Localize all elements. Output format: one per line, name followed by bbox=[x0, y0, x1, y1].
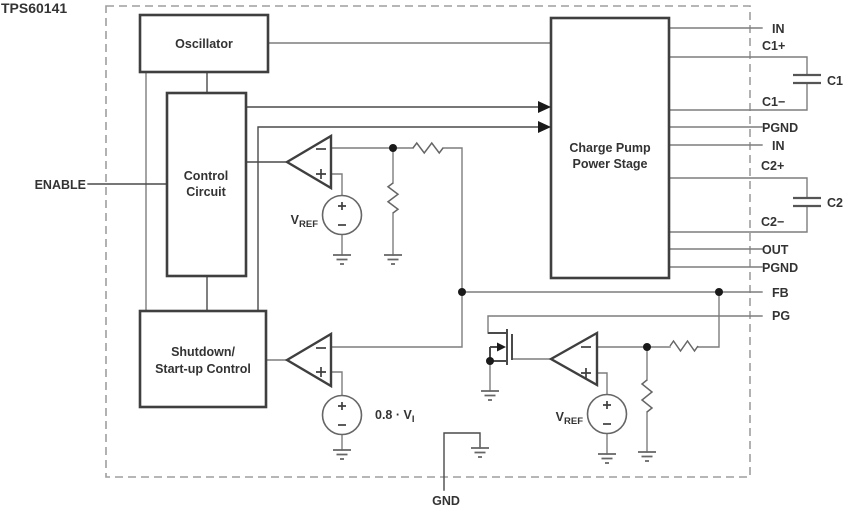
pg-mosfet bbox=[488, 329, 513, 392]
pin-label-fb: FB bbox=[772, 286, 789, 300]
node-divider1-tap bbox=[389, 144, 397, 152]
oscillator-label: Oscillator bbox=[175, 37, 233, 51]
charge-pump-block bbox=[549, 16, 671, 280]
node-divider2-tap bbox=[643, 343, 651, 351]
pin-label-in2: IN bbox=[772, 139, 785, 153]
wire-c2-capacitor-loop bbox=[668, 177, 808, 233]
vref2-plus-sign bbox=[603, 401, 611, 409]
vref2-label: VREF bbox=[556, 410, 584, 427]
startup-threshold-label: 0.8 · VI bbox=[375, 408, 414, 425]
mosfet-body-arrow bbox=[497, 342, 506, 352]
ground-divider1 bbox=[384, 254, 402, 265]
node-mosfet-source bbox=[486, 357, 494, 365]
ground-gnd-pin bbox=[471, 447, 489, 458]
comparator3-plus-sign bbox=[581, 368, 591, 378]
arrow-control-to-chargepump bbox=[538, 101, 551, 113]
control-circuit-block bbox=[165, 91, 248, 278]
vref1-label: VREF bbox=[291, 213, 319, 230]
pin-label-c1p: C1+ bbox=[762, 39, 785, 53]
charge-pump-label-line1: Charge Pump bbox=[569, 141, 651, 155]
comparator1-triangle bbox=[284, 133, 333, 191]
control-label-line1: Control bbox=[184, 169, 228, 183]
ground-vref2 bbox=[598, 453, 616, 464]
wire-gnd-pin bbox=[443, 432, 481, 491]
ground-vref1 bbox=[333, 254, 351, 265]
pin-label-gnd: GND bbox=[432, 494, 460, 508]
pin-label-c2m: C2− bbox=[761, 215, 784, 229]
wire-fb-to-resistor3 bbox=[697, 291, 720, 348]
ic-boundary-dashed-box bbox=[105, 5, 751, 478]
ground-divider2 bbox=[638, 451, 656, 462]
capacitor-c2 bbox=[793, 196, 821, 208]
capacitor-label-c2: C2 bbox=[827, 196, 843, 210]
comparator2-triangle bbox=[284, 331, 333, 389]
ground-mosfet-source bbox=[481, 390, 499, 401]
wire-comp2-plus-to-source bbox=[330, 371, 343, 396]
wire-fb-riser-and-comp2-minus bbox=[330, 147, 463, 348]
ground-startup-source bbox=[333, 449, 351, 460]
pin-label-pg: PG bbox=[772, 309, 790, 323]
wire-comp3-plus-to-vref2 bbox=[596, 372, 608, 395]
startup-source-circle bbox=[321, 394, 363, 436]
pin-label-out: OUT bbox=[762, 243, 789, 257]
vref1-plus-sign bbox=[338, 202, 346, 210]
pin-label-enable: ENABLE bbox=[35, 178, 86, 192]
arrow-shutdown-to-chargepump bbox=[538, 121, 551, 133]
resistor-fb-bottom bbox=[386, 182, 400, 214]
pin-label-pgnd2: PGND bbox=[762, 261, 798, 275]
pin-label-pgnd1: PGND bbox=[762, 121, 798, 135]
page-title: TPS60141 bbox=[1, 0, 67, 16]
wire-pg-line bbox=[487, 315, 763, 334]
comparator2-plus-sign bbox=[316, 367, 326, 377]
comparator1-plus-sign bbox=[316, 169, 326, 179]
node-fb-right bbox=[715, 288, 723, 296]
resistor-pg-bottom bbox=[640, 379, 654, 413]
vref2-source-circle bbox=[586, 393, 628, 435]
wire-comp1-plus-to-vref1 bbox=[330, 173, 343, 197]
pin-label-in1: IN bbox=[772, 22, 785, 36]
wires bbox=[87, 27, 808, 491]
vref1-source-circle bbox=[321, 194, 363, 236]
pin-label-c2p: C2+ bbox=[761, 159, 784, 173]
shutdown-label-line2: Start-up Control bbox=[155, 362, 251, 376]
capacitor-c1 bbox=[793, 73, 821, 85]
resistor-fb-top bbox=[412, 141, 444, 155]
node-fb-left bbox=[458, 288, 466, 296]
shutdown-label-line1: Shutdown/ bbox=[171, 345, 235, 359]
resistor-pg-top bbox=[669, 339, 699, 353]
charge-pump-label-line2: Power Stage bbox=[572, 157, 647, 171]
comparator3-triangle bbox=[548, 330, 599, 388]
pin-label-c1m: C1− bbox=[762, 95, 785, 109]
wire-shutdown-to-chargepump bbox=[257, 126, 541, 312]
oscillator-block bbox=[138, 13, 270, 74]
shutdown-block bbox=[138, 309, 268, 409]
startup-source-plus-sign bbox=[338, 402, 346, 410]
wire-c1-capacitor-loop bbox=[668, 56, 808, 111]
capacitor-label-c1: C1 bbox=[827, 74, 843, 88]
control-label-line2: Circuit bbox=[186, 185, 226, 199]
